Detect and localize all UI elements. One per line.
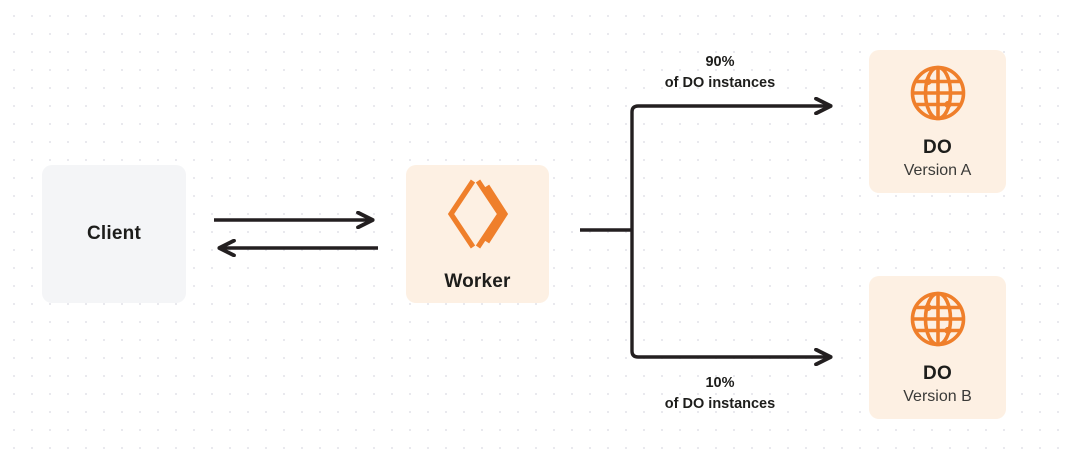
node-client-label: Client (87, 223, 141, 244)
node-client[interactable]: Client (42, 165, 186, 303)
edge-label-10-percent-line2: of DO instances (664, 396, 776, 413)
edge-worker-to-do-b (630, 351, 830, 357)
edge-worker-to-do-a (630, 106, 830, 112)
cloudflare-workers-icon (446, 176, 510, 257)
edge-label-10-percent-line1: 10% (705, 375, 735, 391)
node-do-version-a-sublabel: Version A (903, 161, 972, 179)
node-worker[interactable]: Worker (406, 165, 549, 303)
node-do-version-b[interactable]: DO Version B (869, 276, 1006, 419)
node-do-version-b-label: DO (923, 362, 952, 384)
edge-label-90-percent: 90% of DO instances (612, 52, 828, 94)
globe-icon (909, 64, 967, 127)
node-do-version-a-label: DO (923, 136, 952, 158)
node-worker-label: Worker (444, 270, 511, 292)
edge-label-90-percent-line2: of DO instances (664, 75, 776, 92)
edge-label-90-percent-line1: 90% (705, 54, 735, 70)
node-do-version-b-sublabel: Version B (903, 387, 972, 405)
edge-label-10-percent: 10% of DO instances (612, 373, 828, 415)
node-do-version-a[interactable]: DO Version A (869, 50, 1006, 193)
globe-icon (909, 290, 967, 353)
